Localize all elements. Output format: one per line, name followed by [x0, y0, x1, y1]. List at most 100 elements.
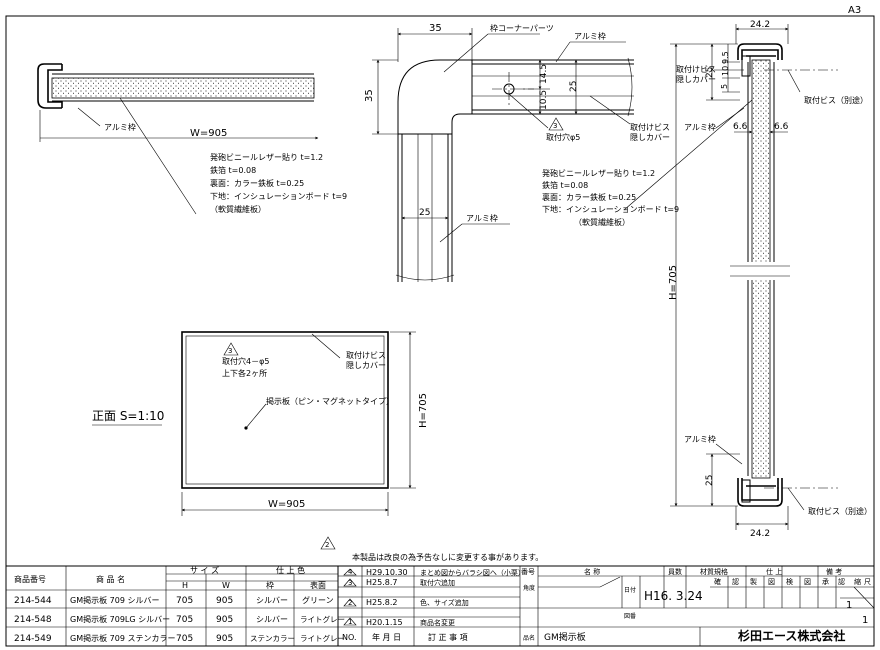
sub-frame: 枠: [266, 580, 274, 590]
side-dim-6-6-right: 6.6: [774, 122, 789, 132]
tb-label-kaku: 角度: [523, 584, 535, 592]
side-screw-label-2: 隠しカバー: [676, 74, 716, 84]
section-spec-2: 鉄箔 t=0.08: [210, 165, 256, 175]
front-board-outer: [181, 331, 389, 489]
corner-screw-label-2: 隠しカバー: [630, 132, 670, 142]
tb-label-zuban: 図番: [624, 613, 636, 620]
svg-text:シルバー: シルバー: [256, 615, 288, 624]
side-spec-4: 下地：インシュレーションボード t=9: [542, 204, 679, 214]
tb-approval-4: 検: [786, 577, 793, 586]
front-hole-label-2: 上下各2ヶ所: [222, 368, 267, 378]
svg-text:ライトグレー: ライトグレー: [300, 614, 345, 624]
tb-approval-7: 認: [838, 577, 845, 586]
side-screw-bottom: [741, 479, 751, 503]
svg-text:705: 705: [176, 596, 193, 606]
svg-text:905: 905: [216, 615, 233, 625]
side-dim-25-top: 25: [705, 67, 715, 78]
section-width-label: W=905: [190, 128, 227, 139]
col-size: サ イ ズ: [190, 565, 219, 575]
front-board-inner: [185, 335, 385, 485]
tb-scale-bottom: 1: [862, 615, 868, 626]
corner-dim-14-5: 14.5: [539, 64, 549, 84]
revision-row: 1 H20.1.15 商品名変更: [343, 617, 455, 627]
title-block: 商品番号 商 品 名 サ イ ズ 仕 上 色 H W 枠 表面 214-544 …: [5, 565, 875, 647]
side-spec-1: 発砲ビニールレザー貼り t=1.2: [542, 168, 655, 178]
svg-text:705: 705: [176, 634, 193, 644]
revision-row: 2 H25.8.2 色、サイズ追加: [343, 598, 469, 607]
tb-col-note: 備 考: [826, 567, 842, 576]
corner-screw-label-1: 取付けビス: [630, 122, 670, 132]
side-dim-6-6-left: 6.6: [733, 122, 748, 132]
tb-col-material: 材質規格: [700, 567, 728, 576]
svg-text:4: 4: [348, 568, 353, 576]
table-row: 214-548 GM掲示板 709LG シルバー 705 905 シルバー ライ…: [14, 614, 345, 625]
svg-text:2: 2: [348, 599, 352, 607]
table-row: 214-549 GM掲示板 709 ステンカラー 705 905 ステンカラー …: [14, 633, 345, 644]
sheet-border: [5, 15, 875, 647]
corner-dim-left: 35: [364, 89, 375, 102]
side-dim-25-bottom: 25: [705, 475, 715, 486]
svg-text:H29.10.30: H29.10.30: [366, 568, 408, 577]
tb-col-name: 名 称: [584, 567, 600, 576]
side-mount-screw-bottom: 取付ビス（別途）: [808, 506, 872, 516]
revision-row: 4 H29.10.30 まとめ図からバラシ図へ（小栗）: [343, 568, 525, 577]
section-spec-3: 裏面：カラー鉄板 t=0.25: [210, 178, 304, 188]
front-view-title: 正面 S=1:10: [92, 409, 164, 423]
side-dim-top-width: 24.2: [750, 20, 770, 30]
front-view: 正面 S=1:10 掲示板（ピン・マグネットタイプ） 3 取付穴4－φ5 上下各…: [92, 331, 429, 516]
svg-text:GM掲示板 709LG シルバー: GM掲示板 709LG シルバー: [70, 614, 170, 624]
svg-text:3: 3: [348, 579, 352, 587]
side-spec-2: 鉄箔 t=0.08: [542, 180, 588, 190]
corner-rev-marker: 3: [553, 122, 557, 130]
tb-approval-0: 確: [714, 577, 721, 586]
sub-w: W: [222, 581, 230, 590]
side-frame-label-top: アルミ枠: [684, 122, 716, 132]
side-frame-top: [737, 43, 783, 60]
svg-text:GM掲示板 709 シルバー: GM掲示板 709 シルバー: [70, 595, 159, 605]
svg-text:ライトグレー: ライトグレー: [300, 633, 345, 643]
table-row: 214-544 GM掲示板 709 シルバー 705 905 シルバー グリーン: [14, 595, 334, 606]
svg-text:1: 1: [348, 618, 352, 626]
front-rev-marker: 3: [228, 347, 232, 355]
corner-dim-25-right: 25: [569, 81, 579, 92]
svg-text:214-549: 214-549: [14, 634, 52, 644]
front-height-label: H=705: [418, 393, 429, 428]
tb-col-count: 員数: [668, 567, 682, 576]
rev-col-desc: 訂 正 事 項: [428, 632, 468, 642]
svg-text:H25.8.7: H25.8.7: [366, 578, 397, 587]
front-screw-label-2: 隠しカバー: [346, 360, 386, 370]
tb-label-hizuke: 日付: [624, 586, 636, 594]
tb-product-name: GM掲示板: [544, 631, 586, 643]
section-view: W=905 アルミ枠 発砲ビニールレザー貼り t=1.2 鉄箔 t=0.08 裏…: [37, 63, 347, 215]
side-mount-screw-top: 取付ビス（別途）: [804, 95, 868, 105]
sub-h: H: [182, 581, 188, 590]
side-frame-label-bottom: アルミ枠: [684, 434, 716, 444]
corner-parts-label: 枠コーナーパーツ: [490, 23, 554, 33]
notice-rev-marker: 2: [325, 541, 329, 549]
side-spec-3: 裏面：カラー鉄板 t=0.25: [542, 192, 636, 202]
tb-approval-8: 縮: [854, 577, 861, 586]
tb-approval-6: 承: [822, 577, 829, 586]
col-name: 商 品 名: [96, 574, 125, 584]
side-dim-9-5: 9.5: [721, 51, 730, 64]
svg-text:GM掲示板 709 ステンカラー: GM掲示板 709 ステンカラー: [70, 633, 175, 643]
section-spec-5: （軟質繊維板）: [210, 204, 266, 214]
svg-text:905: 905: [216, 596, 233, 606]
svg-text:214-548: 214-548: [14, 615, 52, 625]
section-frame-label: アルミ枠: [104, 122, 136, 132]
tb-approval-1: 認: [732, 577, 739, 586]
corner-frame-label-top: アルミ枠: [574, 31, 606, 41]
tb-approval-9: 尺: [864, 578, 871, 586]
col-code: 商品番号: [14, 574, 46, 584]
notice-rev-triangle: [320, 536, 336, 550]
tb-approval-5: 図: [804, 578, 811, 586]
front-width-label: W=905: [268, 499, 305, 510]
tb-approval-2: 製: [750, 577, 757, 586]
tb-scale-top: 1: [846, 600, 852, 611]
side-screw-top: [741, 55, 751, 77]
corner-dim-10-5: 10.5: [539, 90, 549, 110]
col-finish: 仕 上 色: [276, 565, 305, 575]
section-frame-profile: [37, 63, 63, 109]
sub-face: 表面: [310, 580, 326, 590]
corner-rev-triangle: [548, 117, 564, 131]
